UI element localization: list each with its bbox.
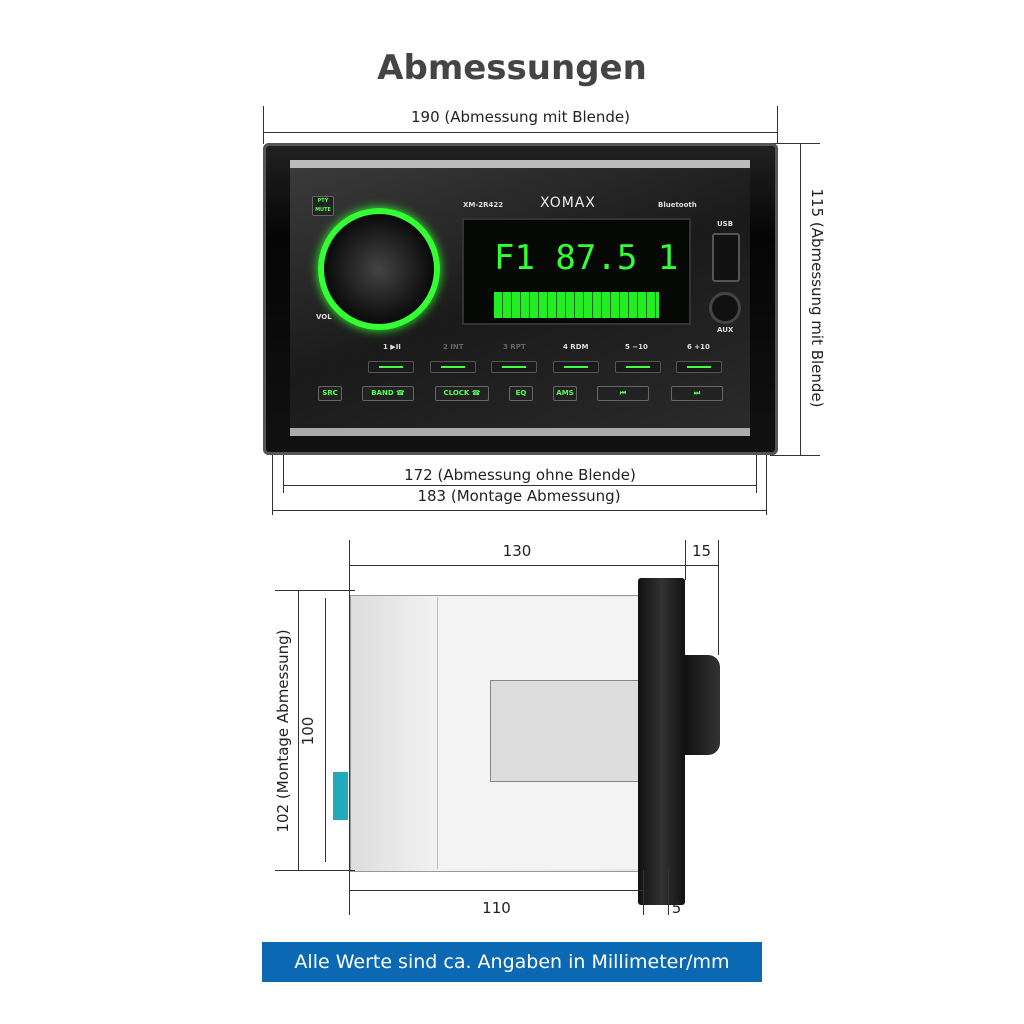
model-label: XM-2R422 [463, 201, 504, 209]
display-readout: F1 87.5 1 [494, 238, 679, 278]
extension-line [766, 455, 767, 515]
page-title: Abmessungen [377, 48, 647, 88]
dimension-line-115 [800, 143, 801, 455]
preset-button-2 [430, 361, 476, 373]
extension-line [349, 540, 350, 915]
extension-line [283, 455, 284, 493]
preset-label: 4 RDM [563, 343, 589, 351]
mounting-bracket [490, 680, 662, 782]
dimension-label-102: 102 (Montage Abmessung) [274, 629, 292, 833]
dimension-line-183 [272, 510, 766, 511]
knob-side [685, 655, 720, 755]
band-button: BAND ☎ [362, 386, 414, 401]
preset-button-1 [368, 361, 414, 373]
dimension-label-172: 172 (Abmessung ohne Blende) [404, 466, 636, 484]
clock-button: CLOCK ☎ [435, 386, 489, 401]
preset-label: 2 INT [443, 343, 464, 351]
preset-button-6 [676, 361, 722, 373]
footer-banner: Alle Werte sind ca. Angaben in Millimete… [262, 942, 762, 982]
preset-button-4 [553, 361, 599, 373]
preset-label: 5 −10 [625, 343, 648, 351]
usb-label: USB [717, 220, 734, 228]
extension-line [777, 106, 778, 144]
dimension-label-5: 5 [671, 899, 682, 917]
extension-line [643, 870, 644, 915]
extension-line [685, 540, 686, 580]
volume-knob [318, 208, 440, 330]
preset-button-5 [615, 361, 661, 373]
aux-jack-icon [709, 292, 741, 324]
prev-button: ⏮ [597, 386, 649, 401]
aux-label: AUX [717, 326, 734, 334]
dimension-line-102 [298, 590, 299, 870]
preset-label: 3 RPT [503, 343, 526, 351]
ams-button: AMS [553, 386, 577, 401]
faceplate-side [638, 578, 685, 905]
preset-label: 1 ▶II [383, 343, 401, 351]
dimension-label-15: 15 [691, 542, 712, 560]
src-button: SRC [318, 386, 342, 401]
extension-line [668, 870, 669, 915]
extension-line [770, 143, 820, 144]
extension-line [770, 455, 820, 456]
dimension-label-115: 115 (Abmessung mit Blende) [808, 188, 826, 408]
extension-line [275, 590, 355, 591]
dimension-line-172 [283, 485, 757, 486]
next-button: ⏭ [671, 386, 723, 401]
lcd-display: F1 87.5 1 [462, 218, 691, 325]
preset-label: 6 +10 [687, 343, 710, 351]
equalizer-graphic [494, 292, 659, 318]
dimension-label-100: 100 [299, 716, 317, 746]
pty-mute-button: PTY MUTE [312, 196, 334, 216]
dimension-line-15 [685, 565, 718, 566]
dimension-line-110 [350, 890, 643, 891]
extension-line [756, 455, 757, 493]
extension-line [275, 870, 355, 871]
dimension-label-110: 110 [482, 899, 511, 917]
eq-button: EQ [509, 386, 533, 401]
extension-line [272, 455, 273, 515]
bluetooth-label: Bluetooth [658, 201, 697, 209]
dimension-label-183: 183 (Montage Abmessung) [417, 487, 621, 505]
vol-label: VOL [316, 313, 332, 321]
connector-icon [333, 772, 348, 820]
dimension-line-190 [263, 132, 778, 133]
dimension-line-100 [325, 598, 326, 862]
dimension-label-190: 190 (Abmessung mit Blende) [410, 108, 631, 126]
dimension-line-130 [349, 565, 685, 566]
dimension-label-130: 130 [502, 542, 532, 560]
extension-line [263, 106, 264, 144]
brand-logo: XOMAX [540, 195, 596, 211]
usb-port-icon [712, 233, 740, 282]
extension-line [718, 540, 719, 655]
preset-button-3 [491, 361, 537, 373]
